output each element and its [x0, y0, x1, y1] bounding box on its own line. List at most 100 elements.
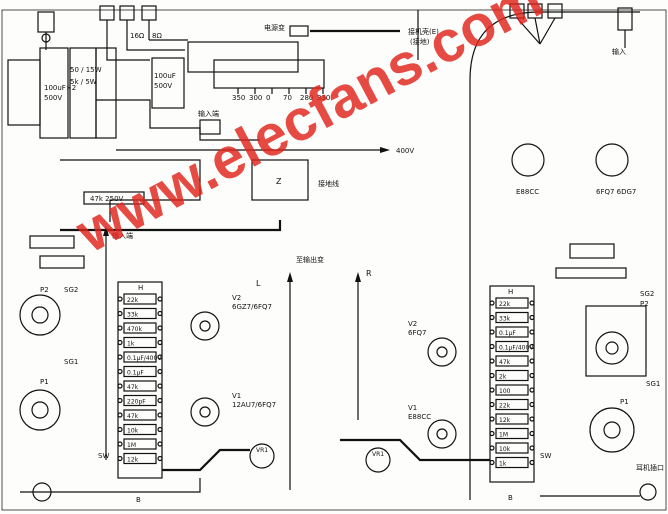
strip-right-frame	[489, 285, 535, 483]
tube-p2-left	[19, 294, 61, 336]
cap2-volt: 500V	[154, 82, 172, 90]
strip-left-header: H	[138, 284, 143, 292]
strip-left-frame	[117, 281, 163, 479]
strip-right-value: 2k	[499, 374, 507, 381]
wire-a	[106, 39, 188, 61]
strip-left-component	[123, 351, 157, 363]
strip-right-terminal	[529, 372, 535, 379]
z-label: 接地线	[318, 179, 339, 188]
strip-right-terminal	[529, 343, 535, 350]
arrow-mid-head	[287, 272, 293, 282]
strip-left-value: 1k	[127, 341, 135, 348]
sg2-left-label: SG2	[64, 286, 78, 294]
left-res-top	[39, 255, 85, 269]
pinout-e88cc	[511, 143, 545, 177]
strip-left-value: 47k	[127, 413, 139, 420]
wire-e	[60, 220, 282, 232]
strip-left-terminal	[117, 339, 123, 346]
p2-left-label: P2	[40, 286, 49, 294]
voltage-tap-label: 300	[249, 94, 262, 102]
strip-right-component	[495, 326, 529, 338]
tube-p2-right	[585, 305, 647, 377]
pinout-e88cc-label: E88CC	[516, 188, 539, 196]
cap2-label: 100uF	[154, 72, 176, 80]
voltage-tap-label: 280	[300, 94, 313, 102]
strip-left-value: 47k	[127, 384, 139, 391]
strip-right-terminal	[529, 387, 535, 393]
strip-left-terminal	[117, 368, 123, 375]
strip-right-component	[495, 340, 529, 353]
strip-right-value: 100	[499, 388, 511, 395]
strip-right-terminal	[489, 445, 495, 451]
left-res-top2	[29, 235, 75, 249]
strip-right-component	[495, 413, 529, 425]
voltage-tap-label: 350	[232, 94, 245, 102]
strip-right-header: H	[508, 288, 513, 296]
wire-bottom-left	[20, 478, 201, 493]
sensor-label: 电源变	[264, 23, 285, 32]
strip-right: 22k33k0.1μF0.1μF/400V47k2k10022k12k1M10k…	[489, 297, 535, 469]
strip-left-terminal	[117, 426, 123, 433]
wire-pot-right	[340, 438, 490, 462]
z-box-label: Z	[276, 177, 282, 186]
z-box	[251, 159, 309, 201]
strip-left-component	[123, 380, 157, 392]
strip-right-component	[495, 369, 529, 382]
power-xfmr	[187, 41, 299, 73]
strip-left-component	[123, 423, 157, 436]
tube-v1-left	[190, 397, 220, 427]
strip-left-value: 1M	[127, 442, 136, 449]
strip-left-terminal	[157, 325, 163, 331]
strip-right-value: 10k	[499, 446, 511, 453]
jack-right	[639, 483, 657, 501]
strip-left-terminal	[117, 441, 123, 447]
strip-left-terminal	[117, 412, 123, 418]
strip-left-component	[123, 409, 157, 421]
v1-right-type: E88CC	[408, 413, 431, 421]
strip-right-component	[495, 456, 529, 469]
p1-left-label: P1	[40, 378, 49, 386]
res1-label: 50 / 15W	[70, 66, 102, 74]
note-output: 至输出变	[296, 255, 324, 264]
input-jack	[617, 7, 633, 31]
left-cap-label: 100uF×2	[44, 84, 76, 92]
wire-d	[60, 159, 201, 222]
strip-left-component	[123, 322, 157, 334]
res-47k-label: 47k 250V	[90, 195, 124, 203]
strip-right-terminal	[529, 401, 535, 408]
strip-right-terminal	[489, 387, 495, 393]
strip-right-terminal	[529, 300, 535, 306]
pot-right	[365, 447, 391, 473]
strip-left-terminal	[117, 383, 123, 389]
wire-label-l: L	[256, 279, 261, 288]
sw-right: SW	[540, 452, 551, 460]
strip-right-terminal	[489, 343, 495, 350]
p1-right-label: P1	[620, 398, 629, 406]
power-xfmr-taps	[213, 59, 325, 89]
strip-right-component	[495, 398, 529, 411]
v2-left-type: 6GZ7/6FQ7	[232, 303, 272, 311]
pot-right-label: VR1	[372, 451, 384, 458]
strip-left-value: 0.1μF/400V	[127, 355, 162, 362]
strip-left-component	[123, 438, 157, 450]
strip-right-value: 12k	[499, 417, 511, 424]
strip-right-terminal	[489, 358, 495, 364]
strip-right-terminal	[529, 445, 535, 451]
strip-left-value: 22k	[127, 297, 139, 304]
strip-left-terminal	[157, 397, 163, 404]
strip-left-value: 12k	[127, 457, 139, 464]
strip-right-terminal	[489, 401, 495, 408]
strip-left-terminal	[117, 325, 123, 331]
strip-left-component	[123, 307, 157, 320]
cap2-body	[151, 57, 185, 109]
v1-left-type: 12AU7/6FQ7	[232, 401, 276, 409]
sg2-right-label: SG2	[640, 290, 654, 298]
arrow-right-head	[355, 272, 361, 282]
strip-right-value: 0.1μF/400V	[499, 345, 534, 352]
v1-left: V1	[232, 392, 241, 400]
note-left: 输入端	[198, 109, 219, 118]
tube-v1-right	[427, 419, 457, 449]
sg1-left-label: SG1	[64, 358, 78, 366]
tap-16: 16Ω	[130, 32, 145, 40]
